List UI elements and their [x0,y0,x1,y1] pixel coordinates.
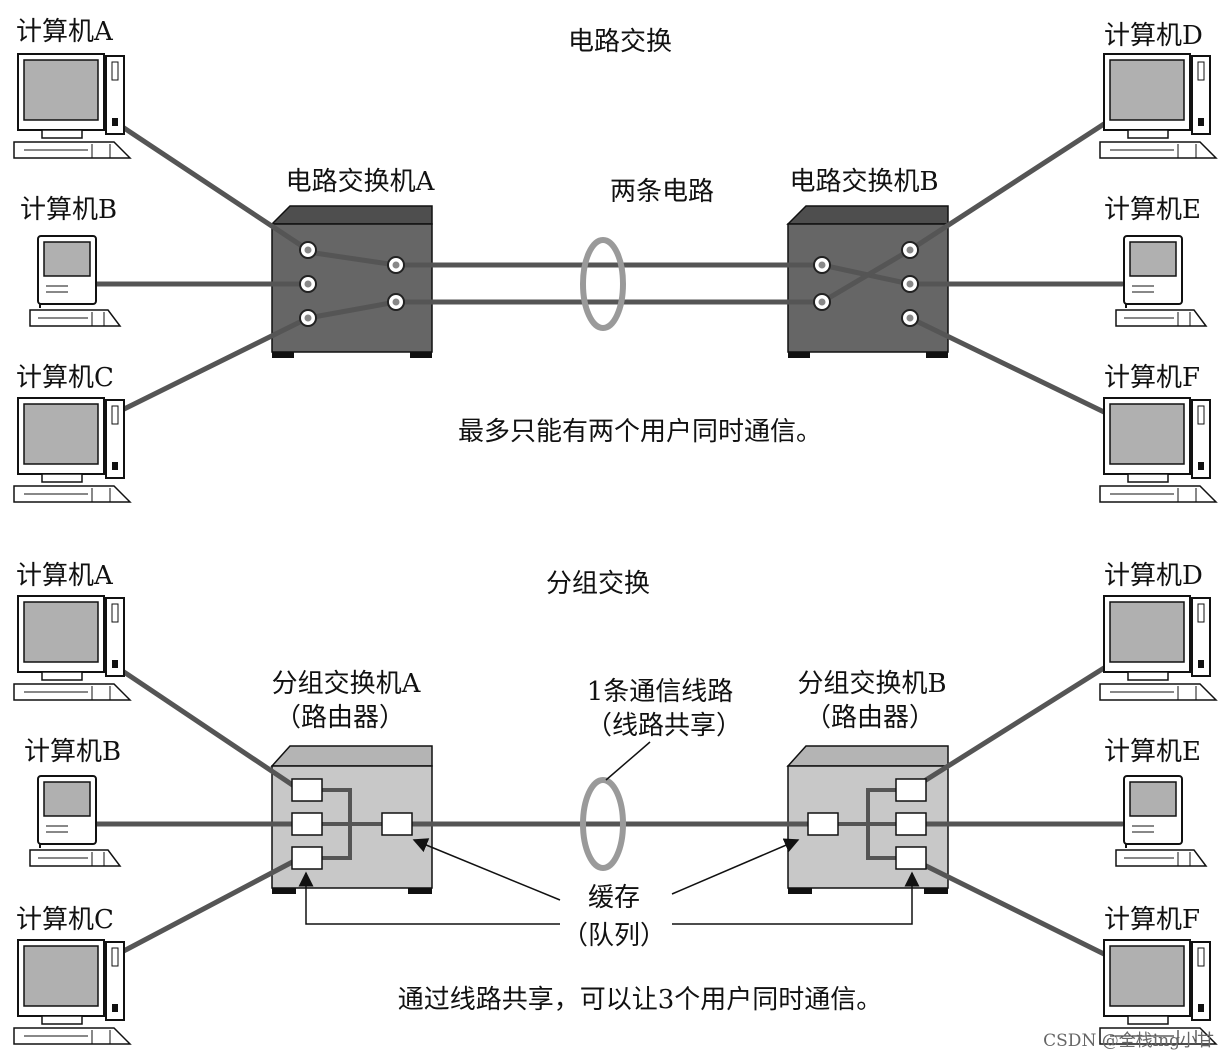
circuit-computer-c-label: 计算机C [16,363,114,393]
packet-switch-a-label: 分组交换机A [272,669,422,699]
packet-switch-a-sublabel: （路由器） [275,703,405,733]
packet-computer-f-label: 计算机F [1104,905,1200,935]
buffer-arrows [298,838,920,925]
watermark: CSDN @全栈ing小甘 [1043,1031,1214,1051]
packet-switch-b-label: 分组交换机B [797,669,946,699]
circuit-computer-a-label: 计算机A [16,17,114,47]
packet-link-label: 1条通信线路 [587,677,734,707]
buffer-sublabel: （队列） [562,921,666,951]
packet-computer-e-label: 计算机E [1104,737,1201,767]
packet-link-sublabel: （线路共享） [586,711,742,741]
packet-computer-a-label: 计算机A [16,561,114,591]
packet-caption: 通过线路共享，可以让3个用户同时通信。 [398,985,883,1015]
packet-computer-e [1115,775,1207,867]
circuit-computer-e [1115,235,1207,327]
circuit-bundle-ring [580,237,626,331]
packet-computer-d-label: 计算机D [1104,561,1203,591]
circuit-computer-b-label: 计算机B [20,195,117,225]
circuit-cables [93,121,1125,415]
circuit-switching-panel: 电路交换 电路交换 [13,17,1217,503]
circuit-computer-b [29,235,121,327]
packet-switch-b-buffers [807,778,927,870]
circuit-caption: 最多只能有两个用户同时通信。 [458,417,822,447]
packet-switch-a-buffers [291,778,413,870]
packet-computer-d [1099,595,1217,701]
packet-computer-c [13,939,131,1045]
packet-computer-b [29,775,121,867]
packet-computer-b-label: 计算机B [24,737,121,767]
circuit-computer-c [13,397,131,503]
circuit-switch-a-label: 电路交换机A [286,167,436,197]
packet-computer-c-label: 计算机C [16,905,114,935]
circuit-title: 电路交换 [568,27,672,57]
packet-title: 分组交换 [546,569,650,599]
packet-computer-f [1099,939,1217,1045]
circuit-bundle-label: 两条电路 [610,177,714,207]
packet-switch-b-sublabel: （路由器） [805,703,935,733]
packet-cables [93,665,1125,957]
packet-link-pointer [605,741,651,781]
buffer-label: 缓存 [588,883,640,913]
packet-switching-panel: 分组交换 [13,561,1217,1045]
circuit-computer-d [1099,53,1217,159]
circuit-computer-f [1099,397,1217,503]
circuit-computer-e-label: 计算机E [1104,195,1201,225]
circuit-switch-b-label: 电路交换机B [789,167,938,197]
circuit-computer-a [13,53,131,159]
circuit-computer-d-label: 计算机D [1104,21,1203,51]
packet-computer-a [13,595,131,701]
circuit-computer-f-label: 计算机F [1104,363,1200,393]
packet-link-ring [580,777,626,871]
